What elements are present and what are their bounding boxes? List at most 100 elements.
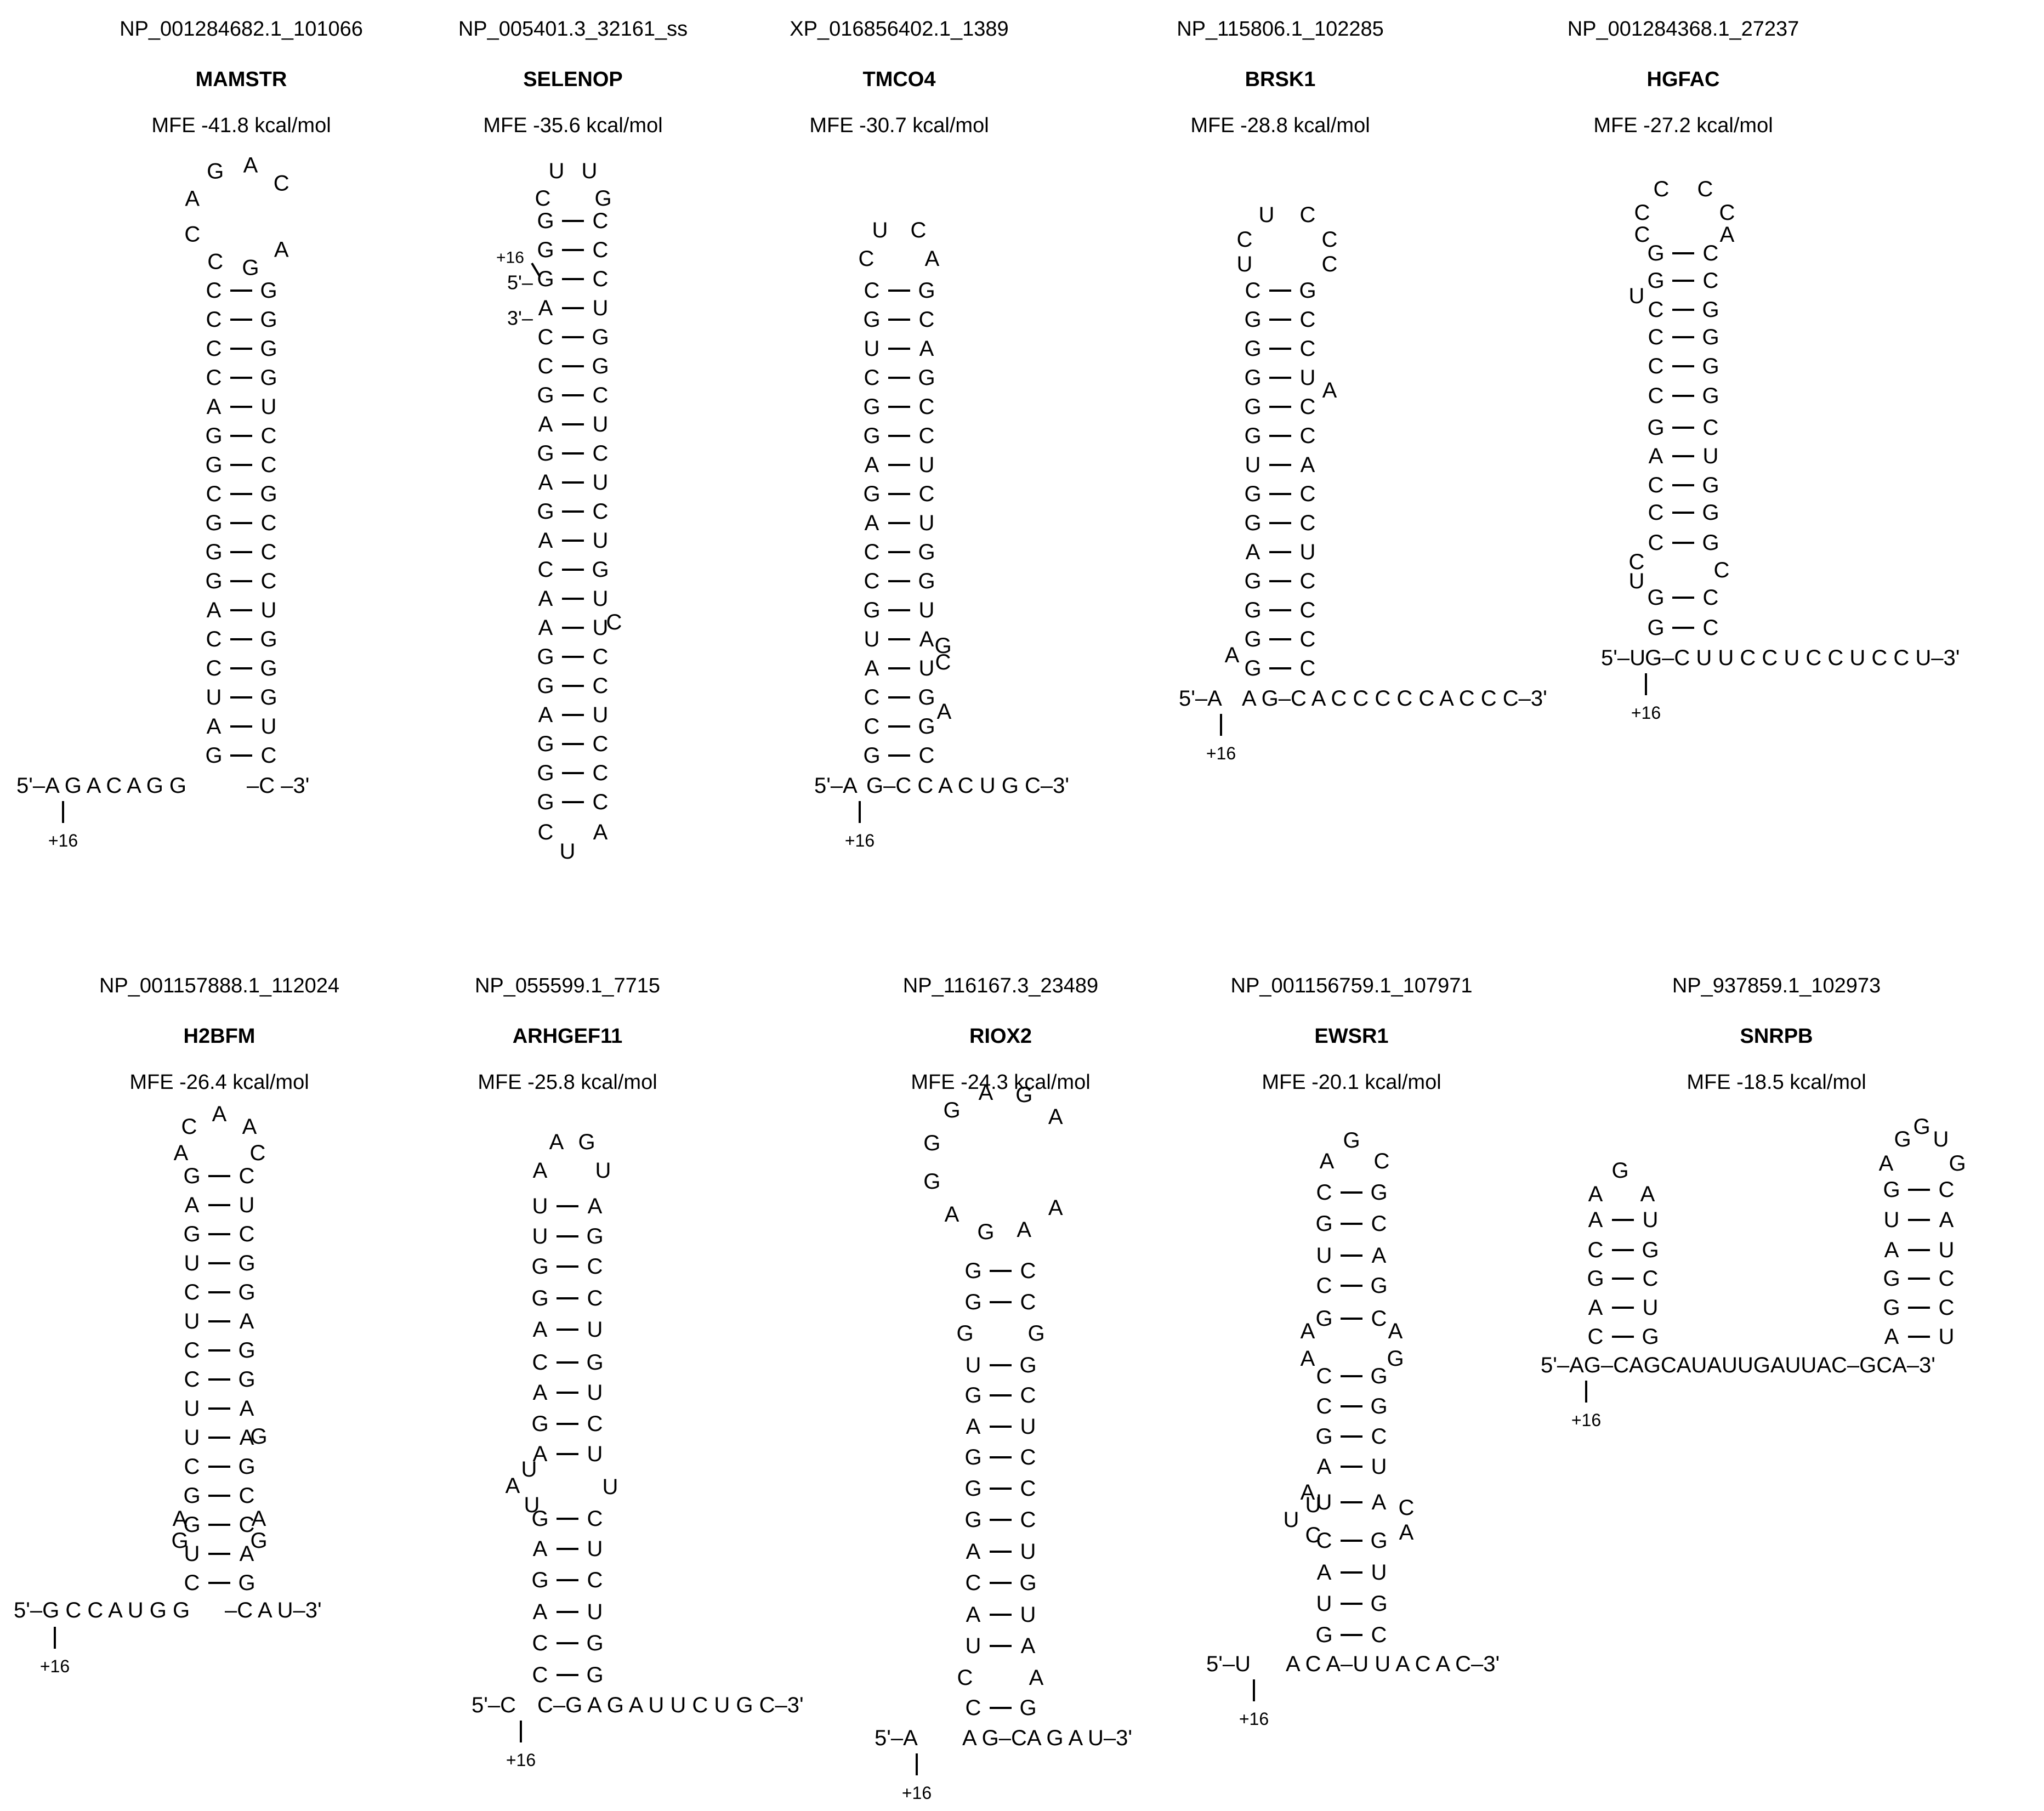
tmco4-pair-7-left-base: G — [863, 482, 880, 506]
arhgef11-three-prime-strand: C–G A G A U U C U G C–3' — [537, 1693, 804, 1717]
h2bfm-pair-13-right-base: A — [240, 1542, 254, 1566]
mfe-value: MFE -35.6 kcal/mol — [483, 114, 663, 137]
selenop-pair-19-left-base: G — [537, 761, 554, 785]
brsk1-pair-4-left-base: G — [1244, 395, 1261, 419]
snrpb-stem1-pair-2-right-base: C — [1643, 1267, 1659, 1291]
mamstr-pair-8-right-base: C — [261, 511, 277, 535]
selenop-loop-base-1: U — [582, 159, 598, 183]
mamstr-pair-1-right-base: G — [260, 308, 277, 332]
ewsr1-pair-12-left-base: U — [1316, 1592, 1332, 1616]
selenop-pair-13-right-base: U — [593, 587, 609, 611]
ewsr1-pair-5-right-base: G — [1370, 1364, 1387, 1388]
riox2-loop-base-5: G — [923, 1131, 940, 1155]
selenop-position-label: +16 — [496, 249, 524, 267]
mamstr-pair-12-left-base: C — [206, 627, 222, 651]
arhgef11-pair-10-left-base: A — [533, 1537, 548, 1561]
hgfac-pair-1-right-base: C — [1703, 269, 1719, 293]
selenop-pair-14-right-base: U — [593, 616, 609, 640]
riox2-pair-8-right-base: U — [1020, 1603, 1036, 1627]
ewsr1-pair-5-left-base: C — [1316, 1364, 1332, 1388]
hgfac-pair-11-left-base: G — [1647, 586, 1664, 610]
h2bfm-pair-7-right-base: G — [238, 1367, 255, 1392]
snrpb-loop1-base-0: A — [1588, 1182, 1603, 1206]
snrpb-stem2-pair-4-right-base: C — [1939, 1296, 1955, 1320]
arhgef11-pair-2-left-base: G — [531, 1254, 548, 1279]
tmco4-pair-11-right-base: U — [919, 598, 935, 622]
hgfac-pair-2-right-base: G — [1702, 298, 1719, 322]
mfe-value: MFE -27.2 kcal/mol — [1593, 114, 1773, 137]
hgfac-bulge-3: C — [1714, 558, 1730, 582]
arhgef11-pair-1-left-base: U — [532, 1224, 548, 1248]
brsk1-pair-4-right-base: C — [1300, 395, 1316, 419]
riox2-loop-base-7: A — [979, 1081, 993, 1105]
accession-label: NP_001157888.1_112024 — [99, 974, 340, 997]
ewsr1-pair-11-left-base: A — [1317, 1560, 1332, 1585]
gene-name: HGFAC — [1646, 68, 1720, 91]
selenop-pair-11-right-base: U — [593, 529, 609, 553]
gene-name: ARHGEF11 — [512, 1025, 623, 1048]
ewsr1-pair-11-right-base: U — [1371, 1560, 1387, 1585]
ewsr1-pair-1-right-base: C — [1371, 1212, 1387, 1236]
riox2-pair-10-left-base: C — [966, 1696, 981, 1720]
selenop-pair-12-right-base: G — [592, 558, 609, 582]
ewsr1-pair-6-left-base: C — [1316, 1394, 1332, 1418]
tmco4-pair-14-right-base: G — [918, 685, 935, 709]
tmco4-pair-12-left-base: U — [864, 627, 880, 651]
brsk1-loop-base-0: U — [1259, 203, 1275, 227]
selenop-pair-8-right-base: C — [593, 441, 609, 465]
ewsr1-bulge-6: U — [1284, 1508, 1299, 1532]
mamstr-pair-8-left-base: G — [205, 511, 222, 535]
riox2-pair-5-right-base: C — [1020, 1508, 1036, 1532]
mfe-value: MFE -25.8 kcal/mol — [478, 1071, 657, 1094]
selenop-pair-3-left-base: A — [538, 296, 553, 320]
mamstr-pair-7-right-base: G — [260, 482, 277, 506]
ewsr1-three-prime-strand: A C A–U U A C A C–3' — [1286, 1652, 1500, 1676]
snrpb-loop1-base-2: A — [1640, 1182, 1655, 1206]
mfe-value: MFE -30.7 kcal/mol — [809, 114, 989, 137]
hgfac-five-prime-strand: 5'–U — [1601, 646, 1645, 670]
snrpb-loop1-base-1: G — [1611, 1159, 1628, 1183]
brsk1-pair-5-left-base: G — [1244, 424, 1261, 448]
hgfac-pair-3-right-base: G — [1702, 325, 1719, 349]
hgfac-pair-5-left-base: C — [1648, 384, 1664, 408]
h2bfm-pair-7-left-base: C — [184, 1367, 200, 1392]
brsk1-pair-9-left-base: A — [1246, 540, 1261, 564]
ewsr1-bulge-1: A — [1388, 1319, 1403, 1343]
arhgef11-pair-4-left-base: A — [533, 1318, 548, 1342]
selenop-pair-5-left-base: C — [538, 354, 554, 378]
selenop-pair-7-right-base: U — [593, 412, 609, 436]
mamstr-loop-base-4: A — [185, 186, 200, 211]
snrpb-stem2-pair-4-left-base: G — [1883, 1296, 1900, 1320]
hgfac-pair-0-left-base: G — [1647, 241, 1664, 265]
gene-name: EWSR1 — [1314, 1025, 1389, 1048]
arhgef11-pair-2-right-base: C — [587, 1254, 603, 1279]
hgfac-pair-11-right-base: C — [1703, 586, 1719, 610]
tmco4-pair-16-left-base: G — [863, 743, 880, 768]
selenop-loop-base-0: U — [549, 159, 565, 183]
h2bfm-pair-11-left-base: G — [183, 1484, 200, 1508]
brsk1-pair-11-left-base: G — [1244, 598, 1261, 622]
gene-name: H2BFM — [183, 1025, 256, 1048]
selenop-pair-4-left-base: C — [538, 325, 554, 349]
selenop-five-prime-label: 5'– — [507, 271, 533, 294]
mamstr-loop-base-5: G — [207, 160, 224, 184]
riox2-top-pair-b-left-base: G — [964, 1290, 981, 1314]
gene-name: SELENOP — [523, 68, 623, 91]
selenop-pair-16-left-base: G — [537, 674, 554, 698]
hgfac-pair-10-left-base: C — [1648, 531, 1664, 555]
selenop-pair-12-left-base: C — [538, 558, 554, 582]
arhgef11-pair-11-right-base: C — [587, 1568, 603, 1592]
arhgef11-pair-13-left-base: C — [532, 1631, 548, 1655]
ewsr1-pair-9-right-base: A — [1372, 1490, 1387, 1514]
mamstr-pair-4-left-base: A — [207, 395, 222, 419]
mfe-value: MFE -26.4 kcal/mol — [129, 1071, 309, 1094]
brsk1-pair-3-left-base: G — [1244, 366, 1261, 390]
mamstr-pair-6-left-base: G — [205, 453, 222, 477]
accession-label: NP_001284682.1_101066 — [120, 18, 363, 41]
snrpb-stem1-pair-4-left-base: C — [1588, 1325, 1604, 1349]
mfe-value: MFE -28.8 kcal/mol — [1190, 114, 1370, 137]
